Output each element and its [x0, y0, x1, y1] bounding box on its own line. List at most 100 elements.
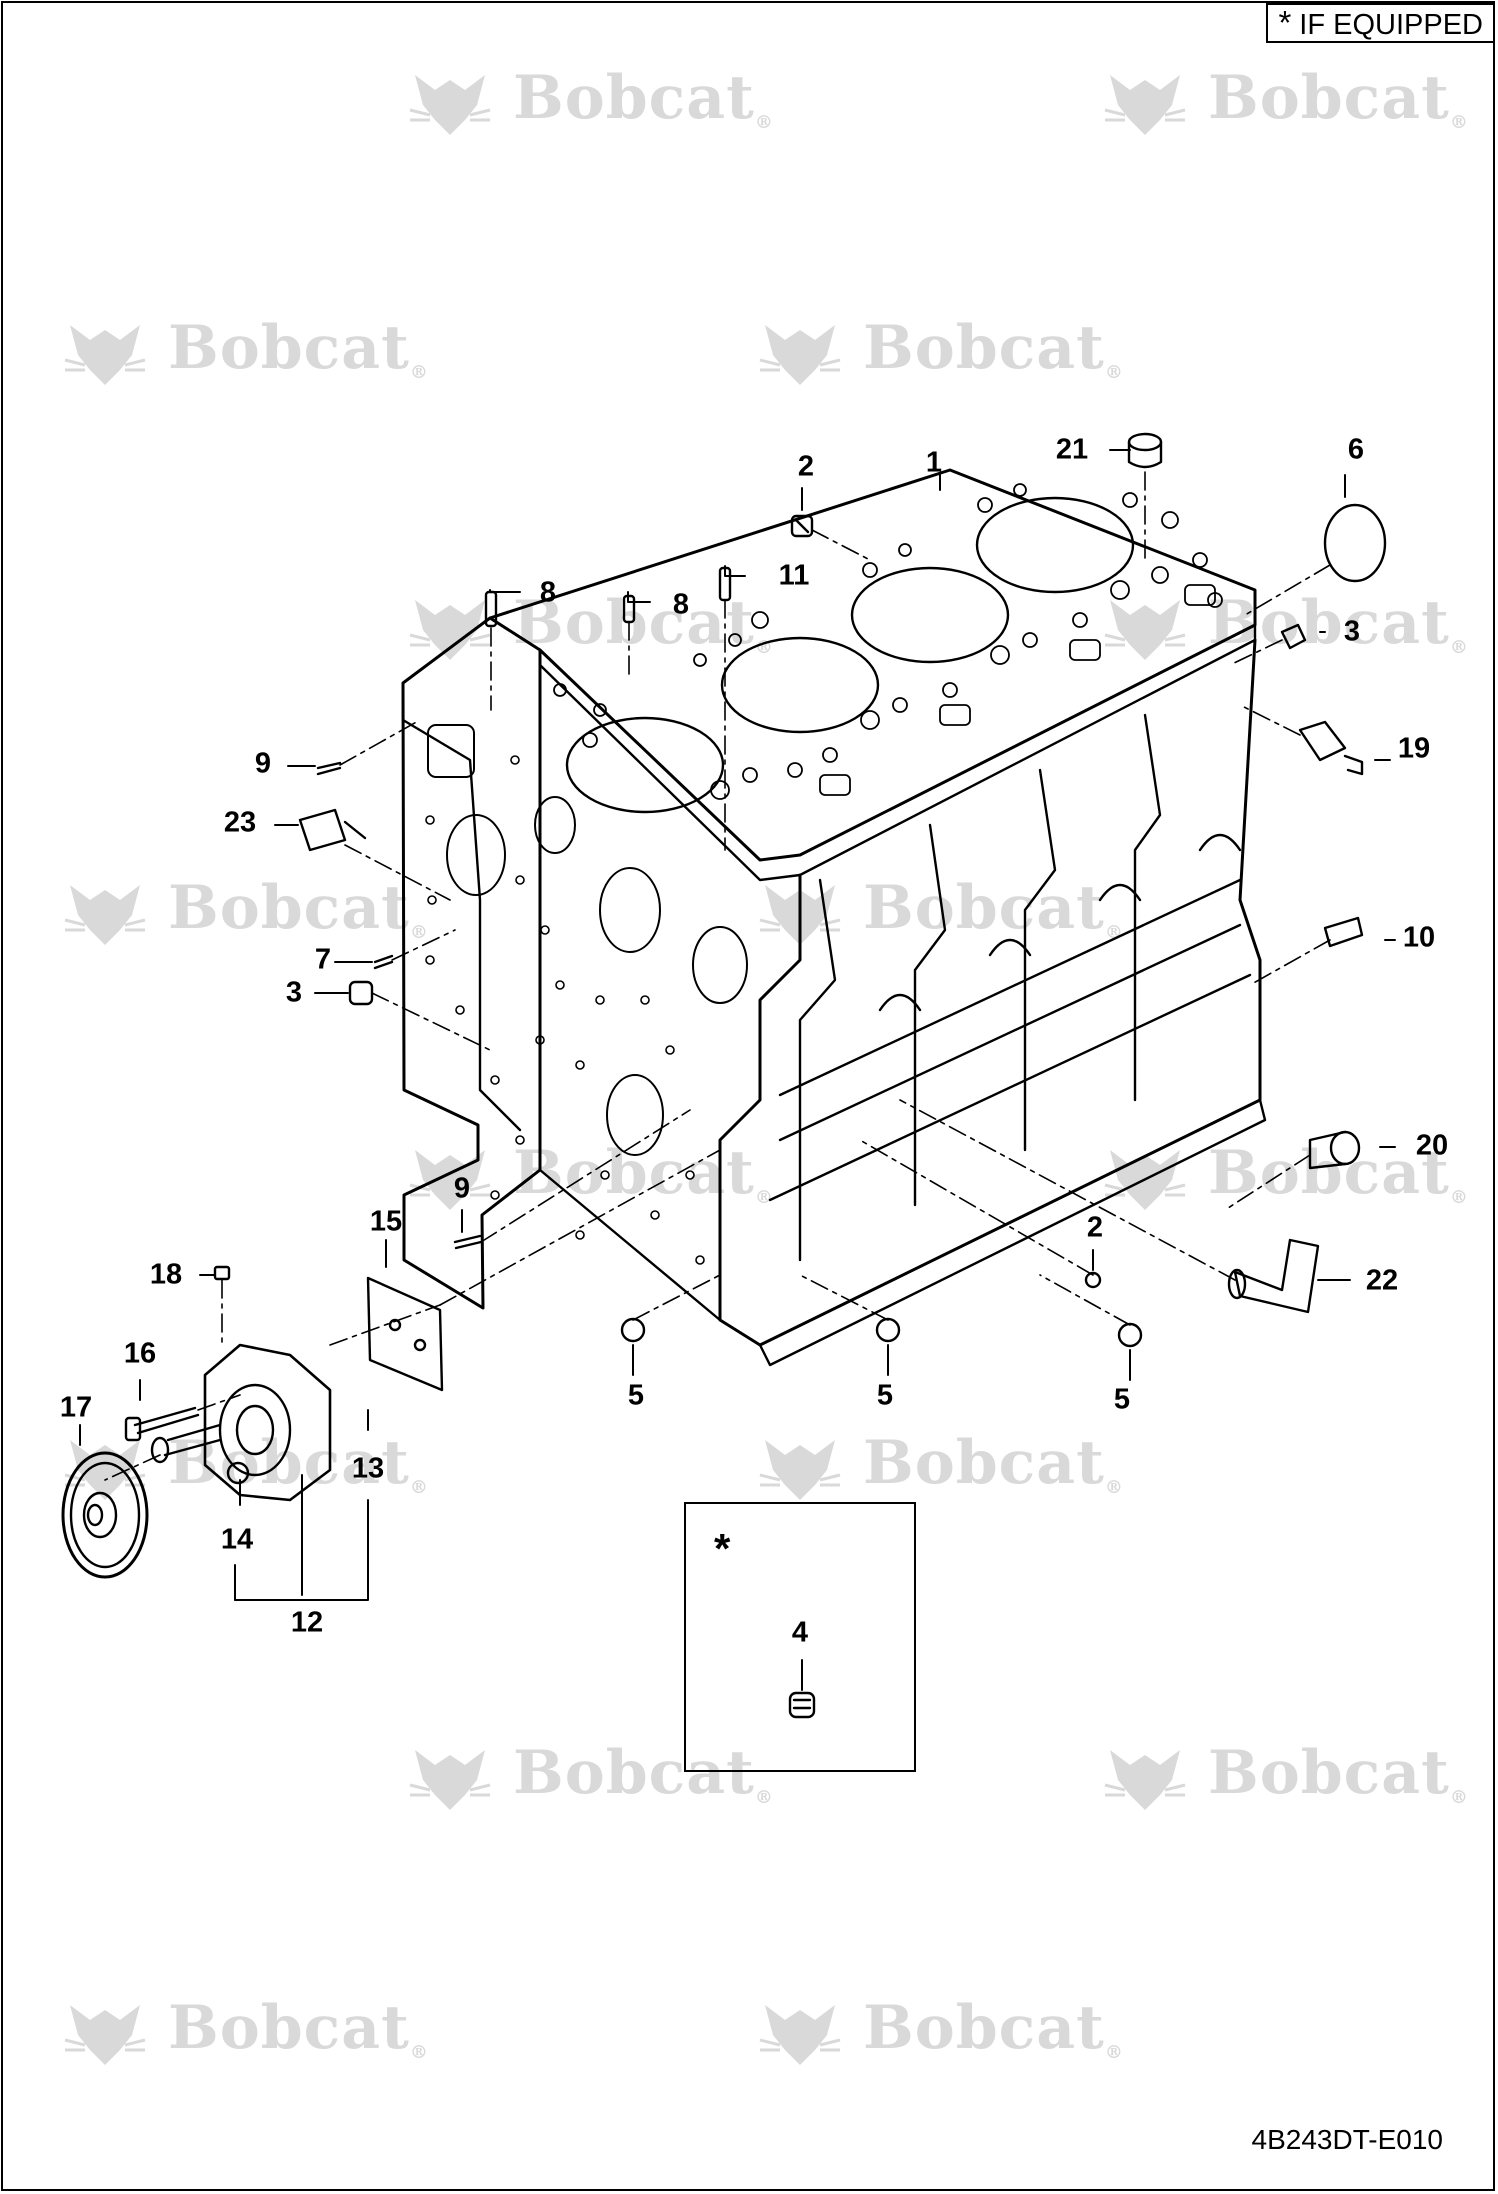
bobcat-logo-icon	[409, 1750, 491, 1810]
callout-5-left: 5	[627, 1379, 645, 1412]
bobcat-logo-icon	[759, 325, 841, 385]
callout-17: 17	[59, 1391, 93, 1424]
drawing-code: 4B243DT-E010	[1251, 2124, 1443, 2155]
block-left-edge	[538, 1168, 722, 1322]
legend-star: *	[1278, 4, 1292, 41]
callout-20: 20	[1415, 1129, 1449, 1162]
watermark-text: Bobcat®	[1208, 63, 1469, 133]
callout-8-right: 8	[672, 588, 690, 621]
plug-3-left	[348, 980, 374, 1006]
sender-19	[1298, 720, 1364, 776]
woodruff-key-18	[213, 1265, 231, 1281]
side-rib-4	[1133, 713, 1162, 1102]
callout-3-left: 3	[285, 976, 303, 1009]
bobcat-logo-icon	[1104, 75, 1186, 135]
side-rib-2	[913, 823, 947, 1207]
pin-9-top	[316, 761, 342, 776]
watermark-text: Bobcat®	[513, 1738, 774, 1808]
bobcat-logo-icon	[64, 325, 146, 385]
pump-gasket	[366, 1276, 444, 1392]
watermark-text: Bobcat®	[1208, 1138, 1469, 1208]
sensor-23	[298, 808, 367, 852]
callout-23: 23	[223, 806, 257, 839]
bobcat-logo-icon	[64, 2005, 146, 2065]
optional-part-box	[684, 1502, 916, 1772]
pin-10	[1323, 916, 1364, 948]
plug-2-bottom	[1084, 1271, 1102, 1289]
plug-21	[1127, 432, 1163, 469]
block-front-plate	[401, 681, 522, 1132]
bobcat-logo-icon	[759, 1440, 841, 1500]
deck-holes	[553, 483, 1223, 800]
callout-3-right: 3	[1343, 615, 1361, 648]
pipe-22	[1227, 1238, 1320, 1314]
callout-2-top: 2	[797, 450, 815, 483]
deck-edge	[538, 623, 1257, 882]
callout-5-right: 5	[1113, 1383, 1131, 1416]
cylinder-bores	[565, 496, 1135, 814]
watermark-text: Bobcat®	[168, 873, 429, 943]
pin-7	[373, 954, 394, 970]
block-top-deck	[488, 468, 1257, 862]
side-rib-3	[1023, 768, 1057, 1152]
side-boss-row	[768, 878, 1252, 1202]
callout-21: 21	[1055, 433, 1089, 466]
side-rib-1	[798, 878, 837, 1262]
callout-4: 4	[791, 1616, 809, 1649]
watermark-text: Bobcat®	[1208, 1738, 1469, 1808]
bobcat-logo-icon	[409, 75, 491, 135]
front-face-bolt-holes	[425, 755, 705, 1265]
front-face-ports	[427, 724, 748, 1156]
if-equipped-legend: *IF EQUIPPED	[1266, 3, 1495, 43]
callout-1: 1	[925, 446, 943, 479]
callout-9-bottom: 9	[453, 1172, 471, 1205]
pump-plug-14	[226, 1461, 250, 1485]
plug-4	[788, 1691, 816, 1719]
bobcat-logo-icon	[409, 600, 491, 660]
legend-text: IF EQUIPPED	[1299, 9, 1483, 41]
callout-19: 19	[1397, 732, 1431, 765]
bearing-webs	[878, 833, 1242, 1012]
watermark-text: Bobcat®	[168, 1993, 429, 2063]
optional-star: *	[714, 1525, 731, 1572]
bobcat-logo-icon	[1104, 1750, 1186, 1810]
bobcat-logo-icon	[1104, 600, 1186, 660]
watermark-text: Bobcat®	[863, 873, 1124, 943]
callout-5-middle: 5	[876, 1379, 894, 1412]
plug-3-right	[1280, 623, 1307, 650]
callout-18: 18	[149, 1258, 183, 1291]
bobcat-logo-icon	[64, 1440, 146, 1500]
callout-22: 22	[1365, 1264, 1399, 1297]
plugs-5	[620, 1317, 1143, 1348]
assembly-centerlines	[104, 471, 1331, 1481]
callout-7: 7	[314, 943, 332, 976]
watermark-text: Bobcat®	[1208, 588, 1469, 658]
watermark-text: Bobcat®	[863, 313, 1124, 383]
sleeve-20	[1308, 1130, 1361, 1170]
callout-13: 13	[351, 1452, 385, 1485]
callout-6: 6	[1347, 433, 1365, 466]
callout-16: 16	[123, 1337, 157, 1370]
oil-pan-rail	[758, 1098, 1267, 1367]
bobcat-logo-icon	[64, 885, 146, 945]
callout-12: 12	[290, 1606, 324, 1639]
callout-15: 15	[369, 1205, 403, 1238]
oil-pump-assembly	[150, 1343, 332, 1502]
plate-6	[1323, 503, 1387, 583]
callout-9-top: 9	[254, 747, 272, 780]
watermark-text: Bobcat®	[863, 1428, 1124, 1498]
watermark-text: Bobcat®	[168, 313, 429, 383]
block-front-face	[401, 616, 542, 1310]
callout-2-bottom: 2	[1086, 1211, 1104, 1244]
watermark-text: Bobcat®	[863, 1993, 1124, 2063]
drive-gear	[61, 1451, 149, 1579]
pump-bolt	[124, 1406, 200, 1442]
callout-8-left: 8	[539, 576, 557, 609]
callout-11: 11	[778, 559, 810, 592]
watermark-text: Bobcat®	[513, 63, 774, 133]
callout-10: 10	[1402, 921, 1436, 954]
plug-2-top	[790, 514, 814, 538]
